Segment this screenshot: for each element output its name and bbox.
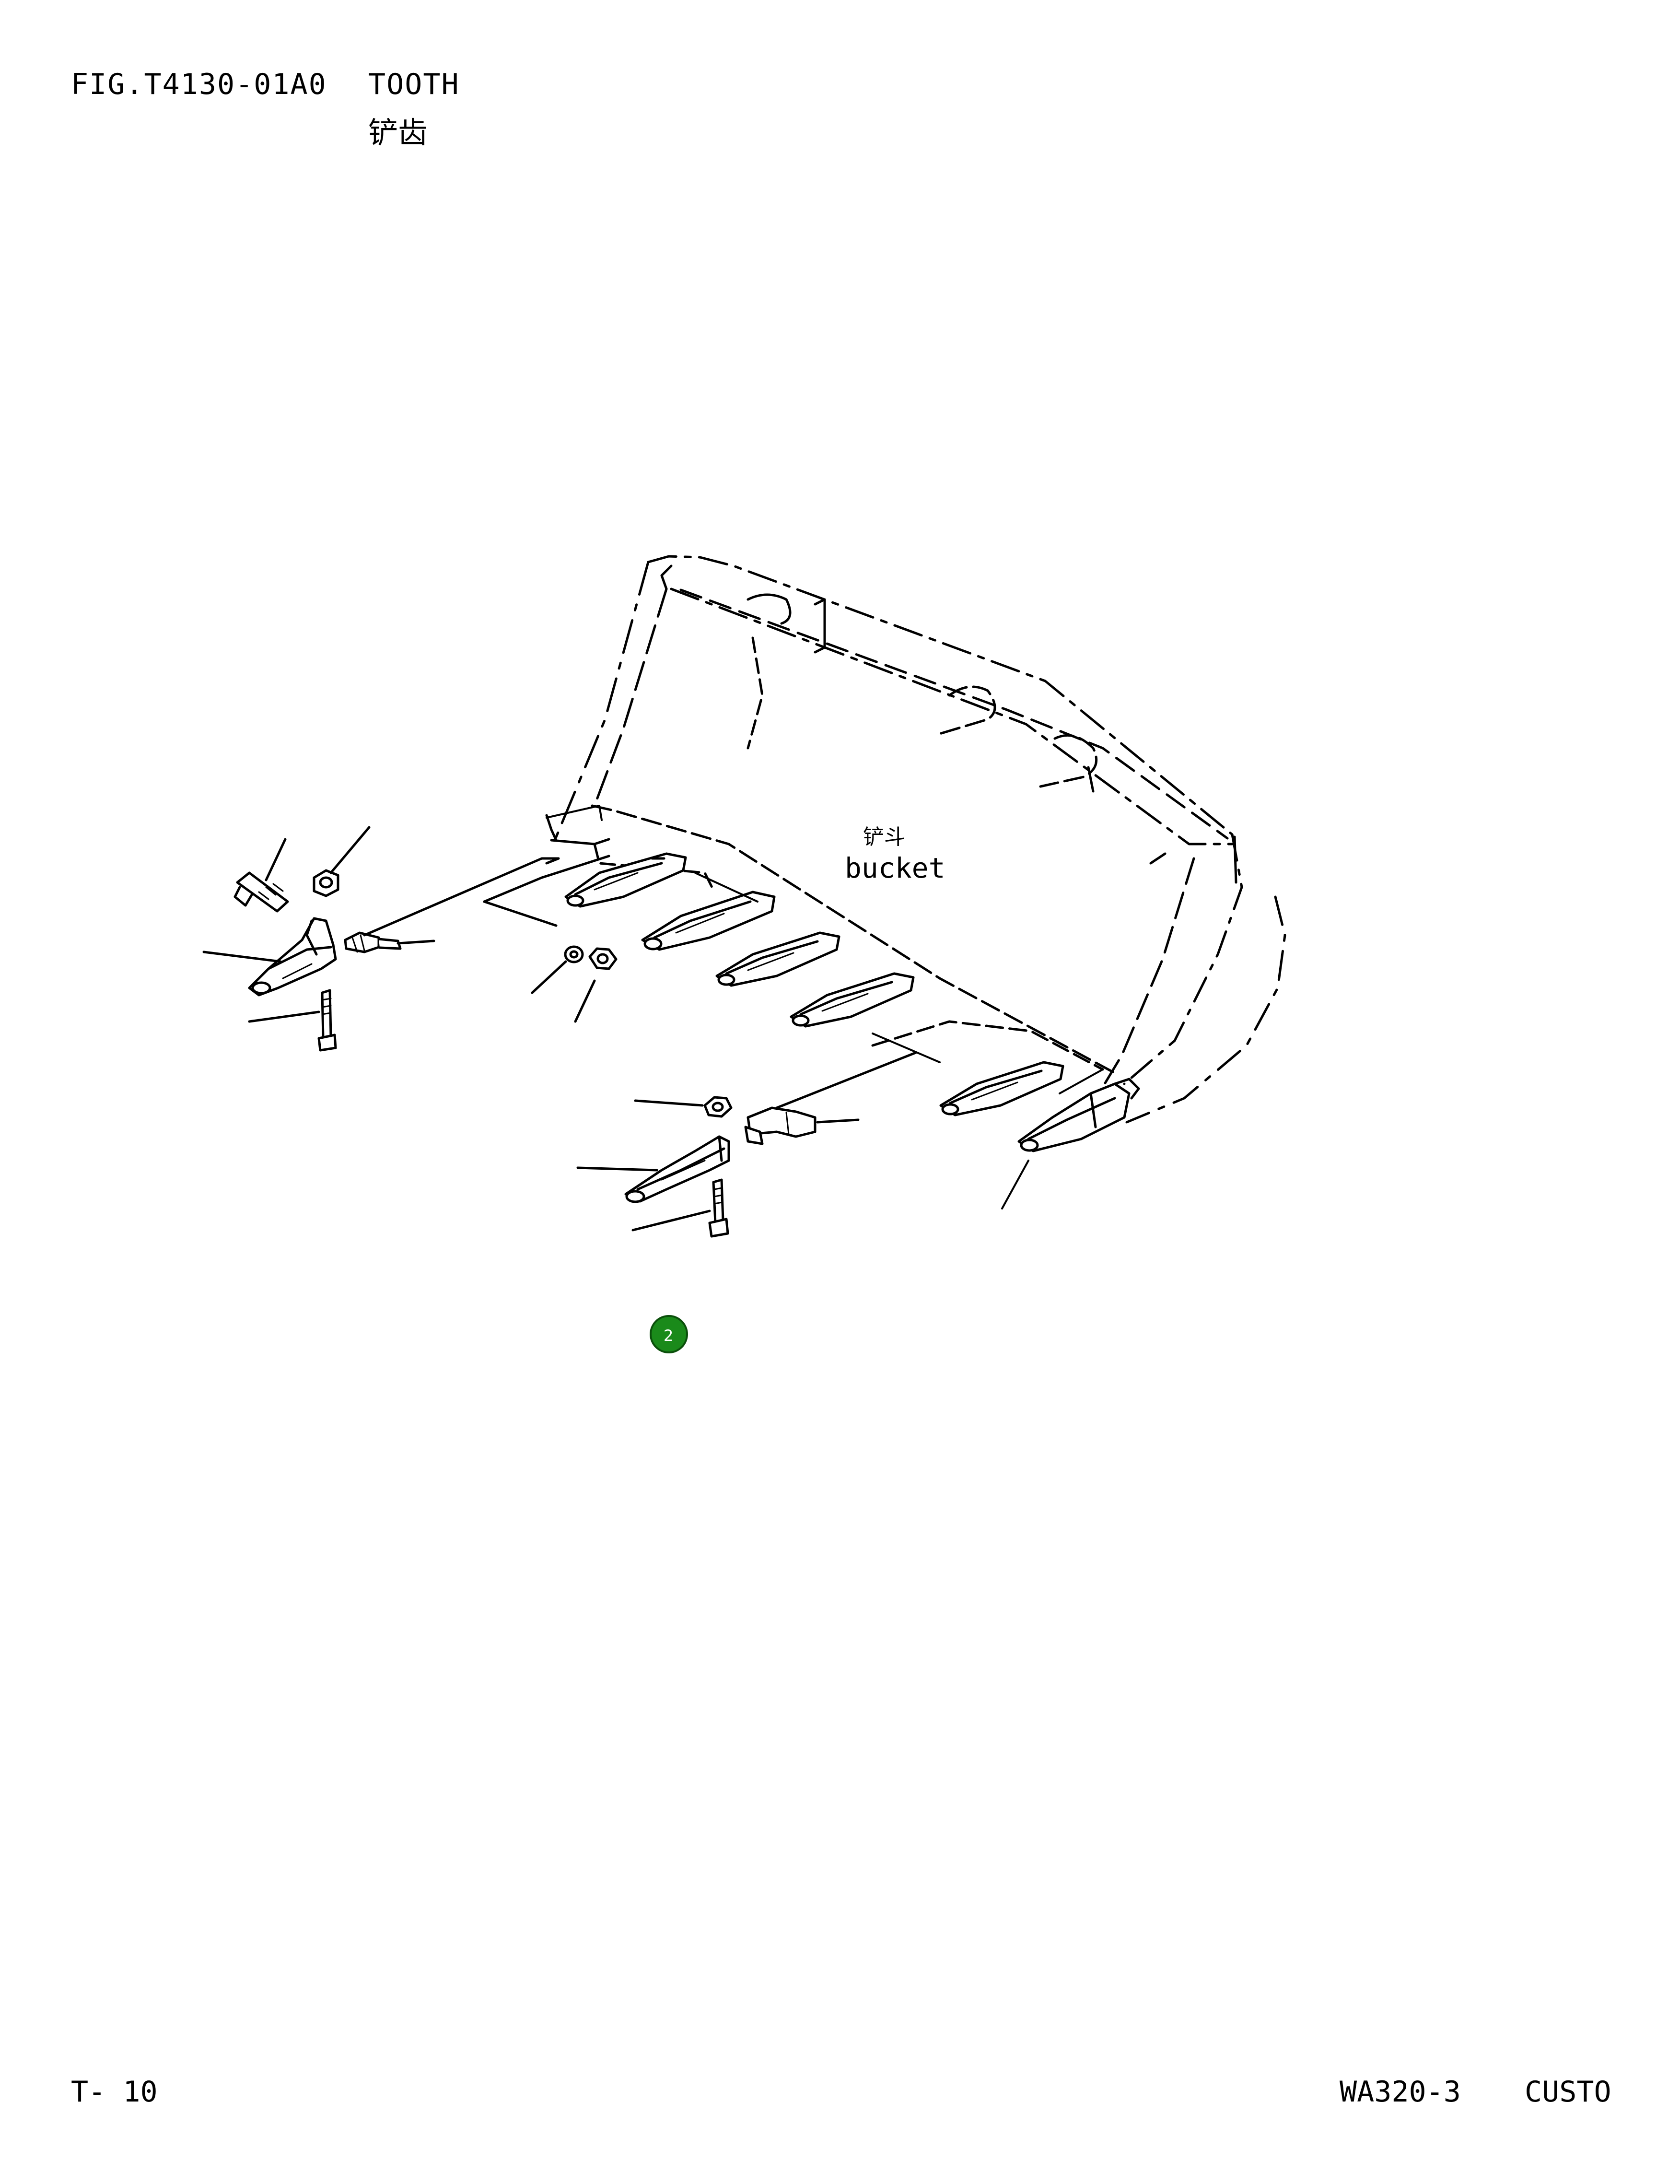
leader-lines-bucket [546,805,1104,1094]
washer-icon [564,945,584,963]
customer-label: CUSTO [1525,2075,1611,2109]
figure-title-chinese: 铲齿 [368,115,428,150]
figure-title: TOOTH [368,68,460,101]
nut-icon [313,869,339,897]
nut-icon-lower [703,1096,733,1118]
bucket-outline [545,555,1286,1124]
bucket-label-chinese: 铲斗 [863,825,905,849]
machine-model: WA320-3 [1340,2075,1461,2109]
pin-clip-lower [744,1106,817,1145]
pin-clip [344,931,402,953]
bolt-icon-lower-assembly [708,1178,729,1238]
leader-line-right-corner [1001,1160,1029,1209]
page-number: T- 10 [71,2075,158,2109]
washer-and-nut [531,945,618,1023]
bolt-icon-lower [317,989,337,1052]
bolt-icon [233,871,289,913]
nut-icon-middle [588,947,618,970]
tooth-point [624,1135,730,1203]
callout-marker[interactable]: 2 [650,1315,688,1353]
lower-tooth-assembly [576,1051,917,1238]
callout-marker-label: 2 [664,1327,673,1345]
figure-code: FIG.T4130-01A0 [71,68,327,101]
left-corner-assembly [202,826,610,1052]
bucket-label: bucket [845,852,945,884]
corner-adapter [248,917,337,997]
tooth-adapter-row [564,852,1140,1152]
